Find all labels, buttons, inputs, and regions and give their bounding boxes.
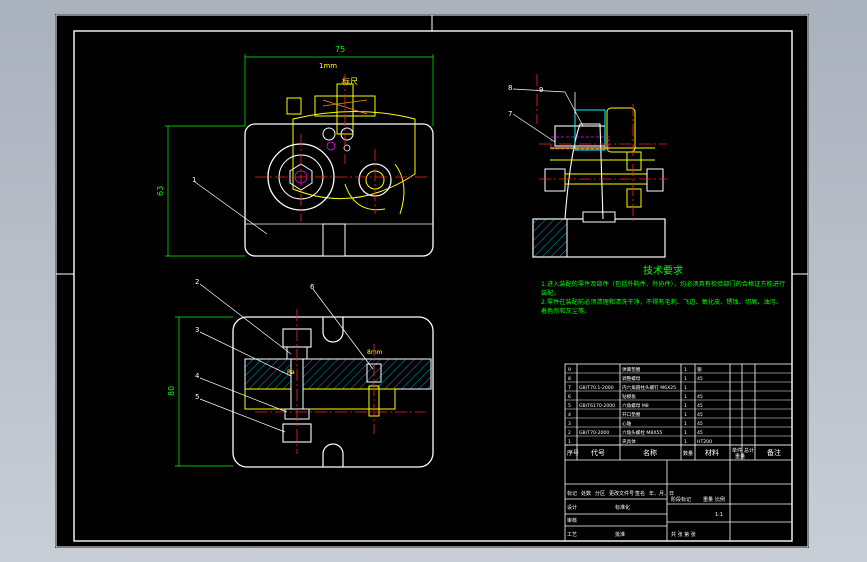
bom-cell-no: 5 [568, 403, 571, 409]
svg-text:批准: 批准 [615, 531, 625, 538]
svg-text:标记: 标记 [567, 490, 577, 497]
hdr-note: 备注 [767, 448, 781, 457]
bom-cell-no: 2 [568, 430, 571, 436]
svg-text:分区: 分区 [595, 490, 605, 497]
tech-requirements: 技术要求 1.进入装配的零件及部件（包括外购件、外协件），均必须具有检验部门的合… [541, 264, 786, 315]
bom-cell-name: 钻模板 [622, 393, 636, 400]
hdr-name: 名称 [643, 448, 657, 457]
bom-cell-qty: 1 [684, 367, 687, 373]
bom-cell-qty: 1 [684, 430, 687, 436]
bom-cell-name: 开口垫圈 [622, 411, 641, 418]
bom-cell-name: 夹具体 [622, 438, 636, 445]
bom-cell-no: 6 [568, 394, 571, 400]
bom-cell-name: 六角头螺栓 M8X55 [622, 429, 662, 436]
balloon-9: 9 [539, 86, 543, 94]
svg-text:年、月、日: 年、月、日 [649, 490, 674, 497]
svg-text:签名: 签名 [635, 490, 645, 497]
bom-cell-qty: 1 [684, 385, 687, 391]
small-dim-bot: 8mm [367, 349, 383, 356]
bom-cell-mat: 45 [697, 394, 703, 400]
svg-text:重量: 重量 [703, 496, 713, 503]
svg-text:处数: 处数 [581, 490, 591, 497]
svg-text:比例: 比例 [715, 496, 725, 503]
balloon-4: 4 [195, 372, 200, 380]
balloon-2: 2 [195, 278, 199, 286]
bom-cell-name: 内六角圆柱头螺钉 M6X25 [622, 384, 676, 391]
bom-cell-mat: 45 [697, 430, 703, 436]
hdr-code: 代号 [591, 448, 605, 457]
tech-line-1: 1.进入装配的零件及部件（包括外购件、外协件），均必须具有检验部门的合格证方能进… [541, 281, 786, 297]
balloon-3: 3 [195, 326, 199, 334]
small-dim-top: 1mm [319, 62, 337, 70]
svg-text:共 张 第 张: 共 张 第 张 [671, 531, 696, 538]
front-view: 75 63 1mm 标尺 [156, 45, 434, 257]
side-view: 8 9 7 [508, 74, 667, 258]
hdr-total: 总计 [744, 447, 754, 454]
bom-cell-name: 调整螺母 [622, 375, 641, 382]
balloon-7: 7 [508, 110, 512, 118]
bom-cell-mat: 45 [697, 412, 703, 418]
top-view: 80 8mm Ra 2 3 4 5 6 [167, 278, 434, 468]
svg-text:阶段标记: 阶段标记 [671, 496, 691, 503]
bom-cell-no: 3 [568, 421, 571, 427]
bom-cell-qty: 1 [684, 403, 687, 409]
svg-text:更改文件号: 更改文件号 [609, 490, 634, 497]
dim-top-height: 63 [156, 186, 165, 196]
svg-text:1:1: 1:1 [715, 512, 723, 518]
bom-cell-code: GB/T70-2000 [579, 430, 609, 436]
balloon-5: 5 [195, 393, 199, 401]
scale-label: 标尺 [342, 76, 358, 86]
svg-text:设计: 设计 [567, 504, 577, 511]
bom-cell-mat: 45 [697, 376, 703, 382]
inner-frame [73, 30, 793, 542]
bom-cell-no: 4 [568, 412, 571, 418]
svg-text:标准化: 标准化 [615, 504, 630, 511]
hdr-unit: 单件 [732, 447, 742, 454]
cad-drawing: 75 63 1mm 标尺 [55, 14, 809, 548]
bom-cell-no: 8 [568, 376, 571, 382]
hdr-no: 序号 [567, 449, 579, 457]
hdr-qty: 数量 [683, 450, 693, 457]
bom-cell-code: GB/T6170-2000 [579, 403, 615, 409]
tech-title: 技术要求 [643, 264, 683, 277]
bom-cell-no: 9 [568, 367, 571, 373]
hdr-mat: 材料 [705, 448, 719, 457]
balloon-1: 1 [192, 176, 196, 184]
bom-header: 序号 代号 名称 数量 材料 单件 总计 重量 备注 [567, 447, 781, 460]
dim-top-width: 75 [335, 45, 345, 54]
bom-cell-mat: 钢 [697, 366, 702, 373]
svg-text:工艺: 工艺 [567, 532, 577, 538]
bom-cell-qty: 1 [684, 394, 687, 400]
balloon-8: 8 [508, 84, 512, 92]
balloon-6: 6 [310, 283, 315, 291]
bom-cell-mat: 45 [697, 403, 703, 409]
bom-cell-no: 7 [568, 385, 571, 391]
bom-cell-qty: 1 [684, 439, 687, 445]
bom-cell-name: 心轴 [622, 420, 632, 427]
title-block-labels: 标记 处数 分区 更改文件号 签名 年、月、日 设计 标准化 审核 工艺 批准 … [567, 490, 725, 538]
bom-cell-name: 弹簧垫圈 [622, 366, 641, 373]
bom-cell-qty: 1 [684, 376, 687, 382]
ref-text: Ra [287, 369, 295, 376]
bom-cell-mat: 45 [697, 421, 703, 427]
dim-bottom-height: 80 [167, 386, 176, 396]
bom-cell-name: 六角螺母 M8 [622, 402, 649, 409]
hdr-weight: 重量 [735, 453, 745, 460]
bom-cell-qty: 1 [684, 412, 687, 418]
drawing-sheet: 75 63 1mm 标尺 [55, 14, 809, 548]
bom-cell-qty: 1 [684, 421, 687, 427]
tech-line-2: 2.零件在装配前必须清理和清洗干净，不得有毛刺、飞边、氧化皮、锈蚀、切屑、油污、… [541, 299, 783, 315]
svg-text:审核: 审核 [567, 517, 577, 524]
bom-cell-no: 1 [568, 439, 571, 445]
bom-cell-mat: HT200 [697, 439, 712, 445]
bom-cell-code: GB/T70.1-2000 [579, 385, 614, 391]
